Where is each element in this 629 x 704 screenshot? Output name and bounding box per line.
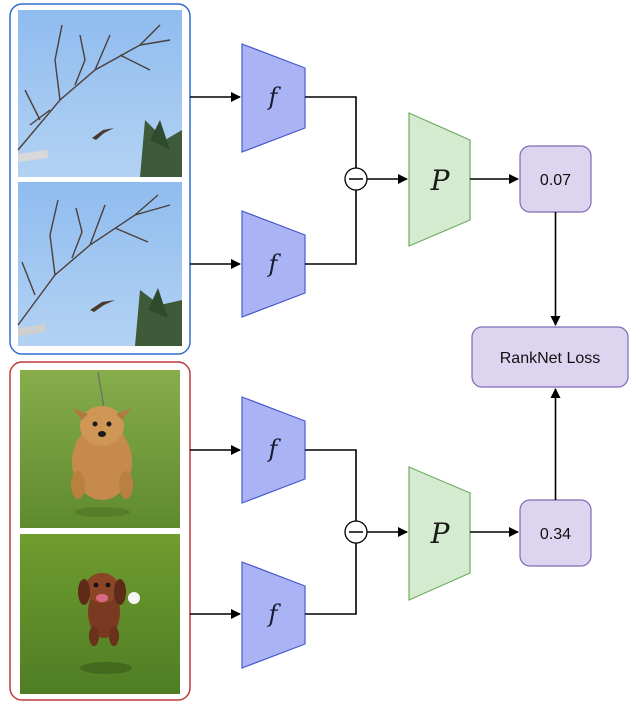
encoder-f-bottom-2: f — [241, 561, 306, 669]
encoder-f-top-1: f — [241, 43, 306, 153]
score-top-value: 0.07 — [540, 172, 571, 189]
predictor-p-top: P — [408, 112, 471, 247]
bottom-image-pair — [9, 361, 191, 701]
bottom-pair-frame — [9, 361, 191, 701]
predictor-p-bottom: P — [408, 466, 471, 601]
top-pair-frame — [9, 3, 191, 355]
score-box-bottom: 0.34 — [519, 499, 592, 567]
ranknet-loss-label: RankNet Loss — [500, 350, 601, 367]
line-f2-to-diff-top — [305, 190, 357, 265]
line-f1-to-diff-top — [305, 96, 357, 168]
line-f4-to-diff-bottom — [305, 543, 357, 615]
top-image-pair — [9, 3, 191, 355]
encoder-f-top-2: f — [241, 210, 306, 318]
dog-photo-1 — [20, 370, 180, 528]
dog-photo-2 — [20, 534, 180, 694]
difference-node-top — [344, 167, 368, 191]
predictor-p-top-label: P — [430, 164, 451, 197]
connectors — [190, 92, 561, 619]
score-bottom-value: 0.34 — [540, 526, 571, 543]
ranknet-loss-box: RankNet Loss — [471, 326, 629, 388]
difference-node-bottom — [344, 520, 368, 544]
line-f3-to-diff-bottom — [305, 449, 357, 521]
bird-photo-2 — [17, 182, 182, 346]
bird-photo-1 — [17, 10, 182, 177]
score-box-top: 0.07 — [519, 145, 592, 213]
encoder-f-bottom-1: f — [241, 396, 306, 504]
predictor-p-bottom-label: P — [430, 517, 451, 550]
